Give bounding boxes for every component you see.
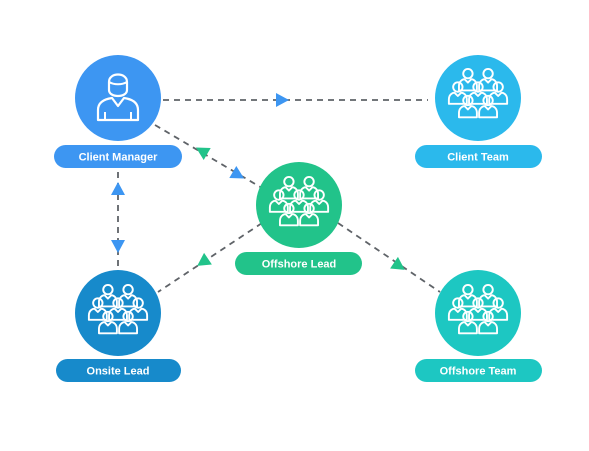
node-client-team: Client Team [415,55,542,168]
client-team-label: Client Team [447,152,509,164]
node-offshore-team: Offshore Team [415,270,542,382]
client-team-circle [435,55,521,141]
arrow-up-to-client-manager [111,182,125,195]
arrow-to-onsite-lead [197,252,212,266]
offshore-lead-label: Offshore Lead [262,259,337,271]
arrow-to-offshore-team [390,256,405,270]
arrow-down-to-onsite-lead [111,240,125,253]
node-client-manager: Client Manager [54,55,182,168]
offshore-team-label-pill [415,359,542,382]
arrowheads [111,93,405,270]
onsite-lead-label: Onsite Lead [87,366,150,378]
connector-offshore-lead-to-onsite-lead [157,222,263,293]
onsite-lead-circle [75,270,161,356]
offshore-lead-circle [256,162,342,248]
connector-offshore-lead-to-offshore-team [337,222,441,293]
client-manager-label: Client Manager [79,152,159,164]
client-team-label-pill [415,145,542,168]
offshore-lead-label-pill [235,252,362,275]
arrow-to-client-manager-from-offshore-lead [195,147,211,161]
arrow-to-offshore-lead [229,165,245,179]
node-onsite-lead: Onsite Lead [56,270,181,382]
client-manager-circle [75,55,161,141]
offshore-team-label: Offshore Team [440,366,517,378]
client-manager-label-pill [54,145,182,168]
onsite-lead-label-pill [56,359,181,382]
node-offshore-lead: Offshore Lead [235,162,362,275]
connector-manager-to-offshore-lead [154,124,263,189]
arrow-to-client-team [276,93,289,107]
offshore-team-circle [435,270,521,356]
